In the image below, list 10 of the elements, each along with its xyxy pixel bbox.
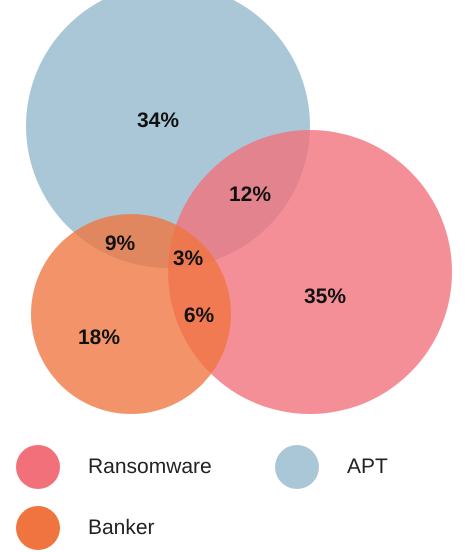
region-percentage: 18% (78, 326, 120, 350)
legend-label: APT (347, 455, 388, 479)
legend-label: Ransomware (88, 455, 212, 479)
region-percentage: 35% (304, 285, 346, 309)
legend-label: Banker (88, 516, 155, 540)
region-percentage: 12% (228, 183, 272, 207)
region-percentage: 9% (104, 232, 136, 256)
region-percentage: 3% (172, 247, 204, 271)
region-percentage: 6% (184, 304, 214, 328)
region-percentage: 34% (136, 109, 180, 133)
